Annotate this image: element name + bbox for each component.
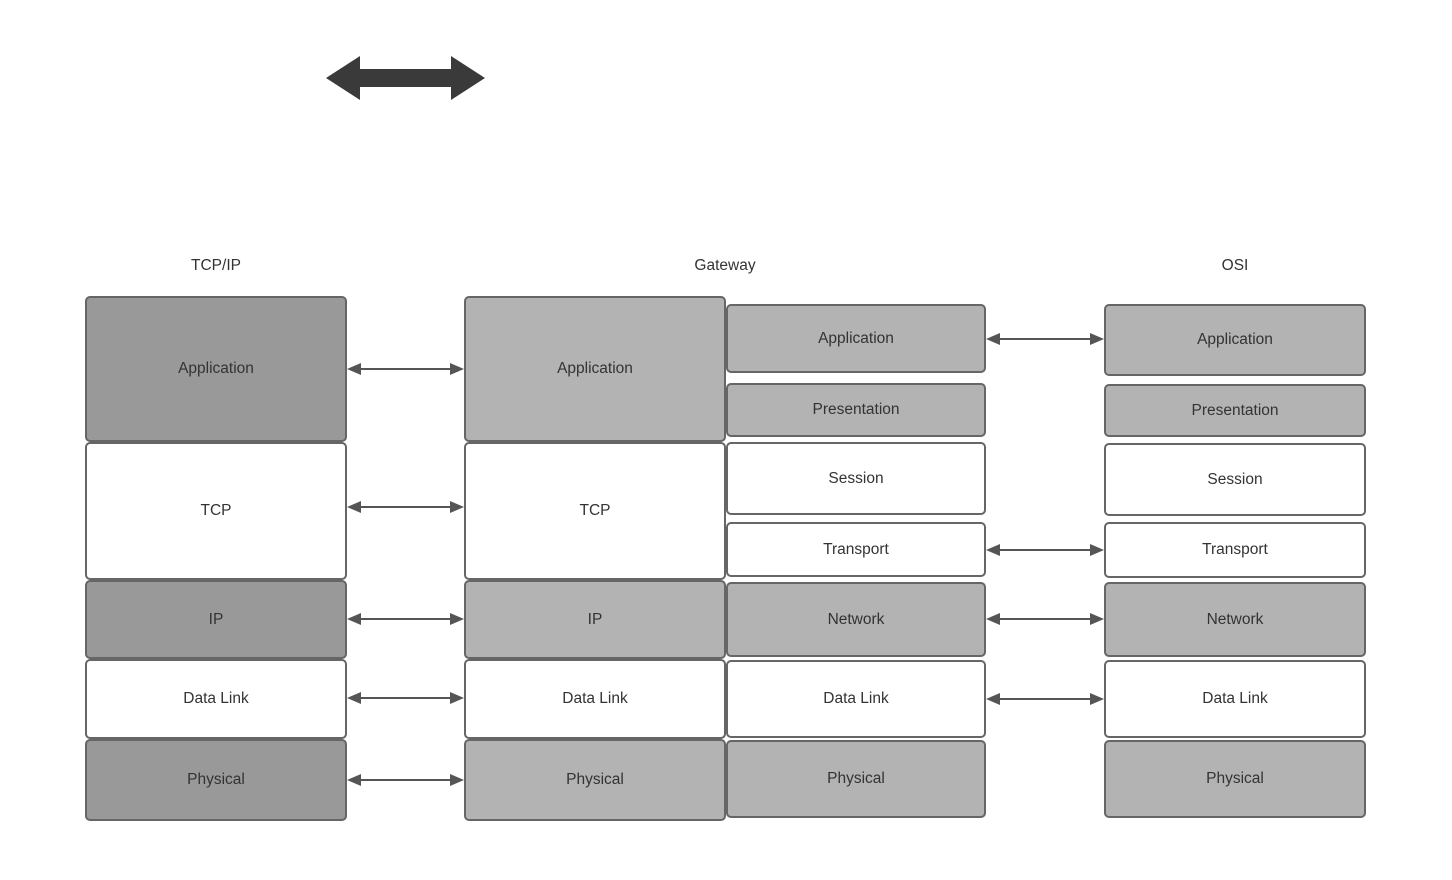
layer-gateway-left-data-link[interactable]: Data Link	[464, 659, 726, 739]
column-heading-osi: OSI	[1221, 257, 1249, 274]
connector-tcpip-gateway-ip	[347, 610, 464, 628]
layer-gateway-right-presentation[interactable]: Presentation	[726, 383, 986, 437]
column-heading-tcpip: TCP/IP	[191, 257, 241, 274]
layer-gateway-right-network[interactable]: Network	[726, 582, 986, 657]
layer-tcpip-ip[interactable]: IP	[85, 580, 347, 659]
layer-osi-application[interactable]: Application	[1104, 304, 1366, 376]
connector-tcpip-gateway-data-link	[347, 689, 464, 707]
column-heading-gateway: Gateway	[694, 257, 756, 274]
layer-tcpip-physical[interactable]: Physical	[85, 739, 347, 821]
connector-tcpip-gateway-physical	[347, 771, 464, 789]
layer-tcpip-application[interactable]: Application	[85, 296, 347, 442]
connector-gateway-osi-network	[986, 610, 1104, 628]
connector-gateway-osi-data-link	[986, 690, 1104, 708]
layer-gateway-left-physical[interactable]: Physical	[464, 739, 726, 821]
layer-osi-transport[interactable]: Transport	[1104, 522, 1366, 578]
layer-gateway-right-physical[interactable]: Physical	[726, 740, 986, 818]
layer-gateway-right-session[interactable]: Session	[726, 442, 986, 515]
layer-osi-physical[interactable]: Physical	[1104, 740, 1366, 818]
layer-gateway-left-application[interactable]: Application	[464, 296, 726, 442]
connector-tcpip-gateway-application	[347, 360, 464, 378]
layer-gateway-right-data-link[interactable]: Data Link	[726, 660, 986, 738]
layer-tcpip-tcp[interactable]: TCP	[85, 442, 347, 580]
connector-gateway-osi-application	[986, 330, 1104, 348]
layer-osi-session[interactable]: Session	[1104, 443, 1366, 516]
layer-tcpip-data-link[interactable]: Data Link	[85, 659, 347, 739]
layer-osi-presentation[interactable]: Presentation	[1104, 384, 1366, 437]
layer-osi-network[interactable]: Network	[1104, 582, 1366, 657]
layer-gateway-right-application[interactable]: Application	[726, 304, 986, 373]
layer-gateway-right-transport[interactable]: Transport	[726, 522, 986, 577]
layer-gateway-left-ip[interactable]: IP	[464, 580, 726, 659]
layer-gateway-left-tcp[interactable]: TCP	[464, 442, 726, 580]
layer-osi-data-link[interactable]: Data Link	[1104, 660, 1366, 738]
bidirectional-block-arrow	[326, 54, 485, 102]
connector-tcpip-gateway-tcp	[347, 498, 464, 516]
connector-gateway-osi-transport	[986, 541, 1104, 559]
